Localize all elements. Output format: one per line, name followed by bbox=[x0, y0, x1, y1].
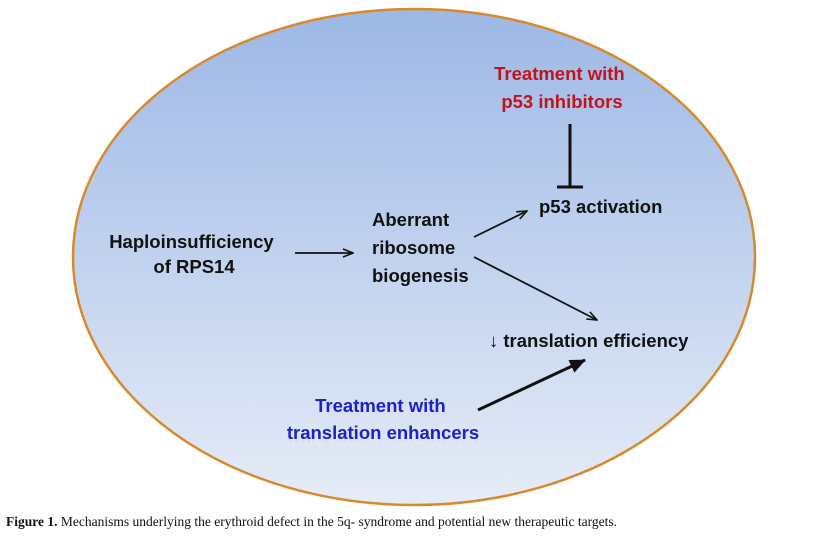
p53-inhibitors-treatment-label: Treatment with p53 inhibitors bbox=[494, 63, 630, 112]
caption-label: Figure 1. bbox=[6, 514, 58, 529]
translation-efficiency-label: ↓ translation efficiency bbox=[489, 330, 689, 351]
p53-activation-label: p53 activation bbox=[539, 196, 662, 217]
translation-enhancers-treatment-label: Treatment with translation enhancers bbox=[287, 395, 479, 443]
aberrant-ribosome-label: Aberrant ribosome biogenesis bbox=[372, 209, 469, 286]
arrow-aberrant-to-p53 bbox=[473, 211, 527, 238]
haploinsufficiency-label: Haploinsufficiency of RPS14 bbox=[109, 231, 279, 277]
arrow-enhancers-to-translation bbox=[477, 358, 586, 412]
mechanism-diagram: Haploinsufficiency of RPS14 Aberrant rib… bbox=[71, 7, 757, 507]
figure-caption: Figure 1. Mechanisms underlying the eryt… bbox=[6, 514, 826, 530]
cell-ellipse bbox=[71, 7, 757, 507]
caption-text: Mechanisms underlying the erythroid defe… bbox=[57, 514, 617, 529]
arrow-aberrant-to-translation bbox=[473, 256, 597, 320]
